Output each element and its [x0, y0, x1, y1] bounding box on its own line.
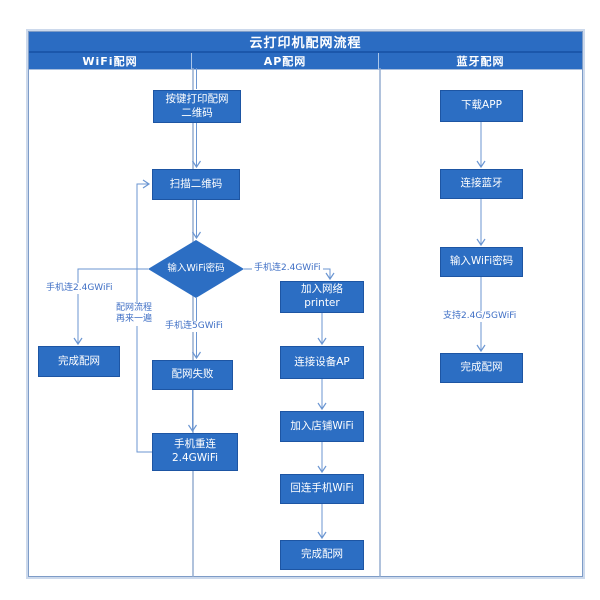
node-config-fail: 配网失败 [152, 360, 233, 390]
node-connect-device-ap: 连接设备AP [280, 346, 364, 379]
node-ap-complete-label: 完成配网 [301, 548, 343, 561]
node-connect-device-ap-label: 连接设备AP [294, 355, 350, 368]
node-connect-bluetooth: 连接蓝牙 [440, 169, 523, 199]
edge-label-retry-line1: 配网流程 [116, 303, 153, 313]
node-phone-reconnect-line1: 手机重连 [174, 438, 216, 451]
node-bt-enter-wifi-password-label: 输入WiFi密码 [449, 255, 514, 268]
node-join-network-printer: 加入网络 printer [280, 281, 364, 313]
node-connect-bluetooth-label: 连接蓝牙 [460, 177, 503, 190]
node-join-shop-wifi: 加入店铺WiFi [280, 411, 364, 442]
node-download-app: 下载APP [440, 90, 523, 122]
node-wifi-complete: 完成配网 [38, 346, 120, 377]
flowchart-title: 云打印机配网流程 [29, 32, 582, 53]
node-reconnect-phone-wifi-label: 回连手机WiFi [290, 482, 354, 495]
node-phone-reconnect-line2: 2.4GWiFi [171, 452, 219, 464]
lane-header-wifi: WiFi配网 [82, 55, 138, 68]
decision-enter-wifi-password-label: 输入WiFi密码 [167, 262, 225, 274]
node-reconnect-phone-wifi: 回连手机WiFi [280, 474, 364, 504]
node-join-network-printer-line2: printer [304, 297, 340, 309]
node-config-fail-label: 配网失败 [171, 368, 214, 381]
node-print-qr: 按键打印配网 二维码 [153, 90, 241, 123]
node-ap-complete: 完成配网 [280, 540, 364, 570]
edge-label-retry: 配网流程 再来一遍 [114, 303, 155, 326]
node-bt-enter-wifi-password: 输入WiFi密码 [440, 247, 523, 277]
node-wifi-complete-label: 完成配网 [58, 354, 100, 367]
node-scan-qr: 扫描二维码 [152, 169, 240, 200]
node-bt-complete: 完成配网 [440, 353, 523, 383]
edge-label-retry-line2: 再来一遍 [116, 314, 153, 325]
edge-label-phone-24g-left: 手机连2.4GWiFi [44, 283, 115, 295]
node-download-app-label: 下载APP [461, 99, 502, 112]
lane-header-ap: AP配网 [191, 53, 379, 69]
node-join-shop-wifi-label: 加入店铺WiFi [290, 419, 354, 432]
lane-header-row: WiFi配网 AP配网 蓝牙配网 [29, 53, 582, 70]
node-join-network-printer-line1: 加入网络 [301, 283, 343, 296]
node-phone-reconnect: 手机重连 2.4GWiFi [152, 433, 238, 471]
node-scan-qr-label: 扫描二维码 [169, 177, 223, 190]
edge-label-phone-24g-right: 手机连2.4GWiFi [252, 263, 323, 275]
node-bt-complete-label: 完成配网 [460, 361, 503, 374]
lane-header-bluetooth: 蓝牙配网 [456, 55, 505, 68]
edge-label-support-wifi: 支持2.4G/5GWiFi [441, 311, 519, 323]
edge-label-phone-5g: 手机连5GWiFi [163, 321, 225, 333]
node-print-qr-line1: 按键打印配网 [165, 92, 229, 105]
node-print-qr-line2: 二维码 [181, 106, 213, 119]
